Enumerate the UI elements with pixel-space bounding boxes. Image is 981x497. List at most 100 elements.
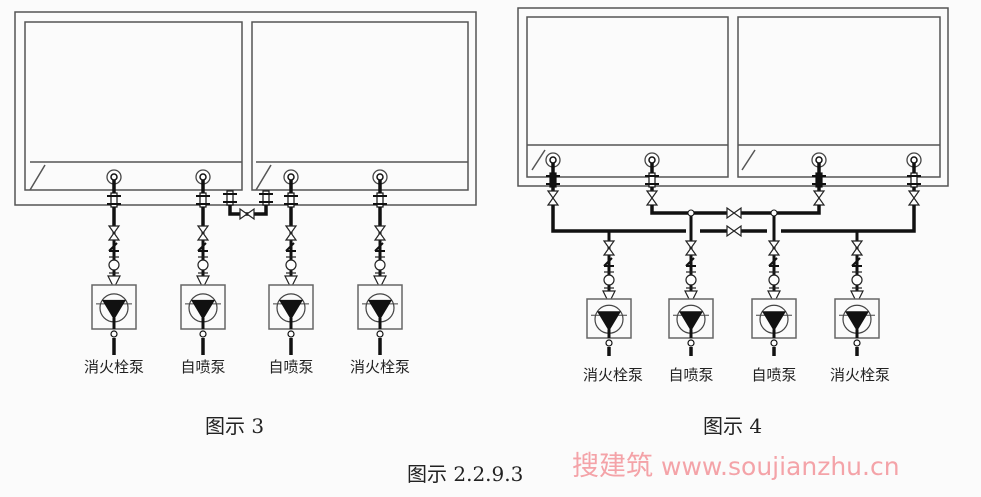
reducer-icon	[196, 275, 210, 290]
tank-left	[24, 21, 243, 191]
fitting	[199, 330, 207, 338]
figure4-caption: 图示 4	[703, 414, 763, 438]
suction-bellmouth-icon	[815, 156, 823, 164]
check-valve-icon	[851, 257, 861, 267]
tank-right	[251, 21, 469, 191]
gate-valve-icon	[907, 190, 921, 206]
flange-joint-icon	[199, 192, 207, 208]
gate-valve-icon	[602, 240, 616, 256]
check-valve-icon	[285, 242, 295, 252]
strainer-icon	[851, 274, 863, 286]
gate-valve-icon	[107, 225, 121, 241]
suction-bellmouth-icon	[376, 173, 384, 181]
suction-bellmouth-icon	[549, 156, 557, 164]
gate-valve-icon	[239, 207, 255, 221]
strainer-icon	[768, 274, 780, 286]
strainer-icon	[603, 274, 615, 286]
gate-valve-icon	[684, 240, 698, 256]
check-valve-icon	[197, 242, 207, 252]
gate-valve-icon	[546, 190, 560, 206]
pump-label: 消火栓泵	[349, 358, 411, 376]
fitting	[110, 330, 118, 338]
gate-valve-icon	[726, 224, 742, 238]
pump-icon	[102, 299, 126, 320]
watermark: 搜建筑 www.soujianzhu.cn	[572, 444, 900, 483]
flange-joint-icon	[815, 172, 823, 188]
suction-bellmouth-icon	[648, 156, 656, 164]
gate-valve-icon	[284, 225, 298, 241]
watermark-url: www.soujianzhu.cn	[661, 452, 900, 481]
gate-valve-icon	[850, 240, 864, 256]
fitting	[770, 339, 778, 347]
flange-joint-icon	[110, 192, 118, 208]
gate-valve-icon	[373, 225, 387, 241]
flange-joint-icon	[226, 190, 234, 206]
fitting	[687, 339, 695, 347]
gate-valve-icon	[812, 190, 826, 206]
strainer-icon	[285, 259, 297, 271]
strainer-icon	[197, 259, 209, 271]
upper-header-pipe	[650, 205, 727, 215]
check-valve-icon	[685, 257, 695, 267]
fitting	[605, 339, 613, 347]
reducer-icon	[767, 290, 781, 305]
fitting	[376, 330, 384, 338]
reducer-icon	[373, 275, 387, 290]
pump-label: 消火栓泵	[829, 366, 891, 384]
flange-joint-icon	[262, 190, 270, 206]
watermark-cn: 搜建筑	[572, 451, 653, 482]
reducer-icon	[684, 290, 698, 305]
gate-valve-icon	[767, 240, 781, 256]
fitting	[853, 339, 861, 347]
gate-valve-icon	[645, 190, 659, 206]
pump-label: 自喷泵	[668, 366, 714, 384]
tank-slope	[741, 149, 756, 171]
gate-valve-icon	[726, 206, 742, 220]
reducer-icon	[107, 275, 121, 290]
check-valve-icon	[603, 257, 613, 267]
tee-joint	[687, 209, 695, 217]
pump-label: 消火栓泵	[582, 366, 644, 384]
flange-joint-icon	[910, 172, 918, 188]
figure3-caption: 图示 3	[205, 414, 265, 438]
gate-valve-icon	[196, 225, 210, 241]
pump-icon	[191, 299, 215, 320]
tank-outer-frame	[517, 7, 949, 187]
pump-icon	[368, 299, 392, 320]
fitting	[287, 330, 295, 338]
flange-joint-icon	[287, 192, 295, 208]
tank-right	[737, 16, 941, 178]
upper-header-pipe	[741, 205, 821, 215]
pump-icon	[845, 311, 869, 332]
check-valve-icon	[768, 257, 778, 267]
lower-header-pipe	[551, 205, 686, 233]
flange-joint-icon	[376, 192, 384, 208]
strainer-icon	[685, 274, 697, 286]
suction-bellmouth-icon	[110, 173, 118, 181]
main-caption: 图示 2.2.9.3	[407, 462, 524, 486]
check-valve-icon	[374, 242, 384, 252]
pump-label: 自喷泵	[180, 358, 226, 376]
reducer-icon	[284, 275, 298, 290]
tank-slope	[29, 164, 46, 191]
suction-bellmouth-icon	[287, 173, 295, 181]
suction-bellmouth-icon	[199, 173, 207, 181]
tank-outer-frame	[14, 11, 477, 206]
flange-joint-icon	[648, 172, 656, 188]
tank-slope	[531, 149, 546, 171]
tee-joint	[770, 209, 778, 217]
reducer-icon	[850, 290, 864, 305]
strainer-icon	[374, 259, 386, 271]
check-valve-icon	[108, 242, 118, 252]
pump-icon	[679, 311, 703, 332]
tank-slope	[255, 164, 272, 191]
strainer-icon	[108, 259, 120, 271]
pump-label: 自喷泵	[751, 366, 797, 384]
pump-icon	[762, 311, 786, 332]
pump-label: 自喷泵	[268, 358, 314, 376]
suction-bellmouth-icon	[910, 156, 918, 164]
pump-icon	[279, 299, 303, 320]
flange-joint-icon	[549, 172, 557, 188]
tank-left	[526, 16, 729, 178]
